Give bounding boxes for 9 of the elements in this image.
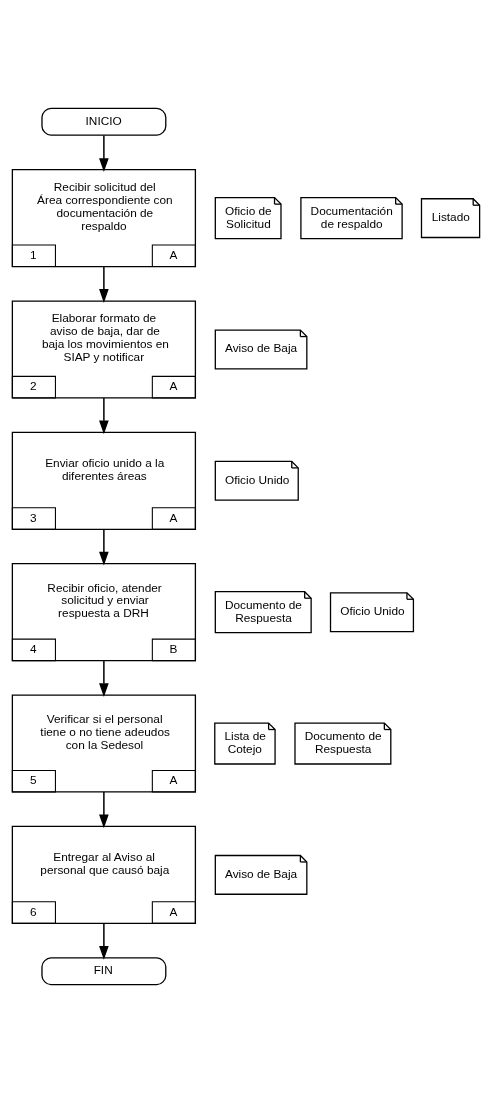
- arrow: [99, 397, 109, 435]
- arrow: [99, 922, 109, 960]
- arrow: [99, 659, 109, 697]
- node-box: INICIO: [41, 107, 167, 136]
- arrow: [99, 791, 109, 829]
- arrow: [99, 265, 109, 303]
- arrow: [99, 134, 109, 172]
- arrow: [99, 528, 109, 566]
- node-box: FIN: [41, 957, 167, 986]
